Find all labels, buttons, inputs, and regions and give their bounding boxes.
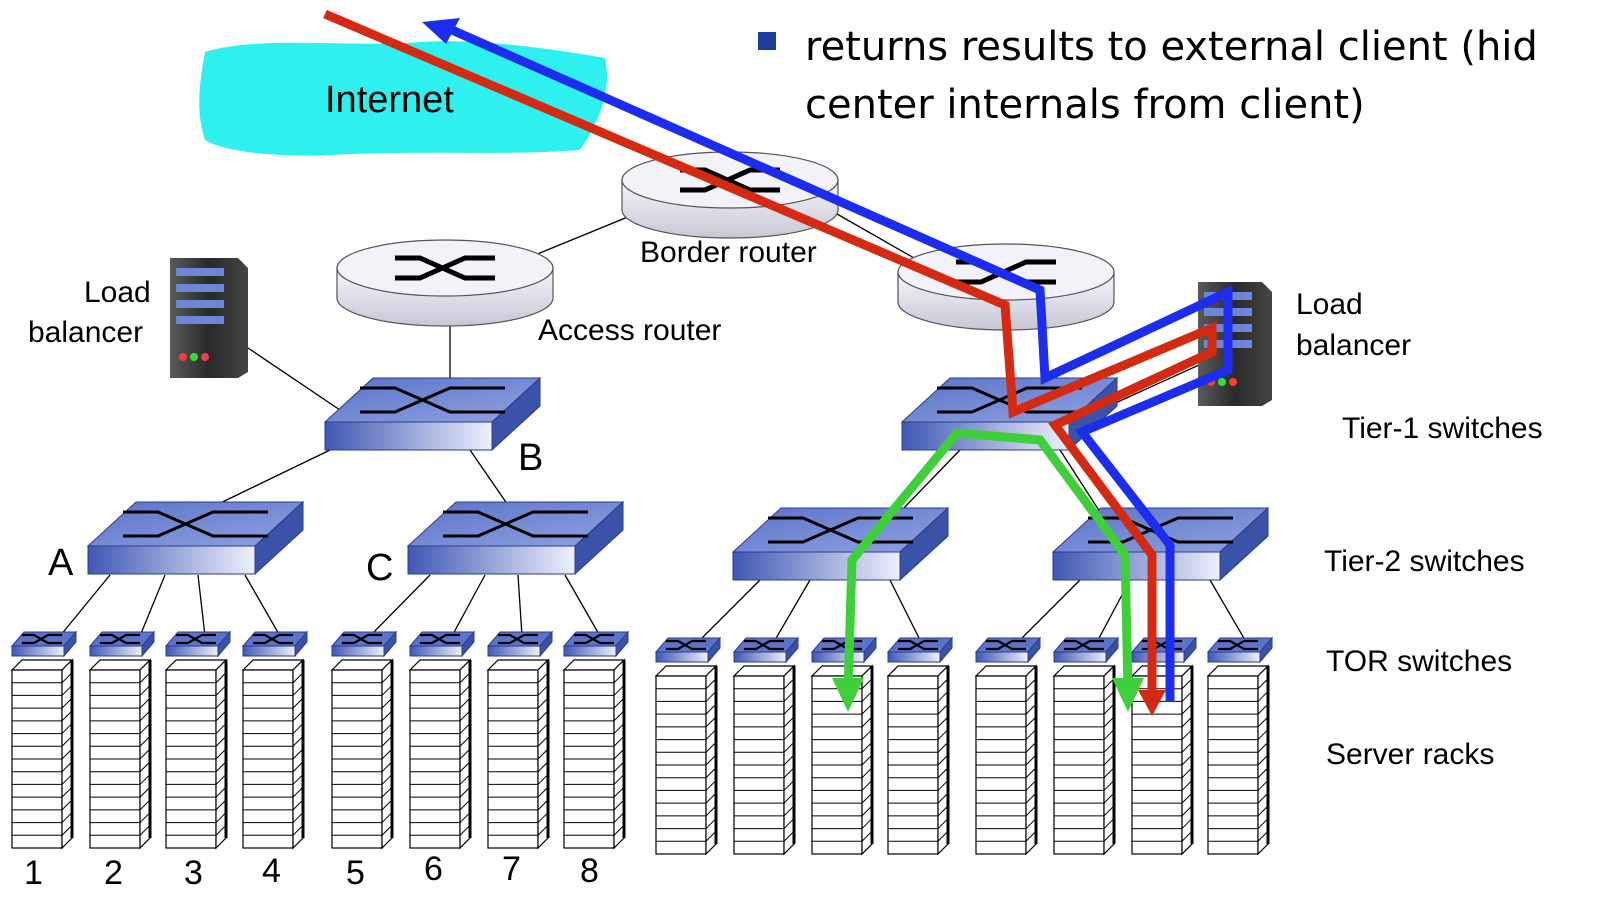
server-rack	[1206, 664, 1270, 856]
server-rack	[164, 658, 228, 850]
tor-switch	[330, 630, 398, 658]
server-rack	[562, 658, 626, 850]
server-racks-group	[10, 630, 1274, 856]
tor-switch	[164, 630, 232, 658]
server-rack	[1052, 664, 1116, 856]
server-rack	[974, 664, 1038, 856]
rack-unit	[654, 636, 722, 856]
rack-number: 8	[580, 852, 599, 890]
tor-switch	[810, 636, 878, 664]
network-links	[59, 209, 1246, 641]
server-rack	[654, 664, 718, 856]
server-rack	[10, 658, 74, 850]
internal-path-arrowhead-left	[832, 678, 864, 712]
internal-path-arrowhead-right	[1112, 678, 1144, 712]
internet-label: Internet	[325, 79, 454, 121]
rack-unit	[732, 636, 800, 856]
tier2-switch-3	[731, 506, 950, 582]
rack-number: 5	[346, 854, 365, 892]
response-path-line	[450, 25, 1233, 702]
switch-b-label: B	[518, 437, 543, 479]
rack-unit	[810, 636, 878, 856]
load-balancer-server-left	[170, 258, 248, 378]
rack-unit	[1052, 636, 1120, 856]
load-balancer-left-label-1: Load	[84, 276, 151, 309]
rack-unit	[10, 630, 78, 850]
rack-unit	[1206, 636, 1274, 856]
tor-switch	[88, 630, 156, 658]
border-router	[621, 151, 839, 239]
tor-label: TOR switches	[1326, 645, 1512, 678]
rack-unit	[330, 630, 398, 850]
tor-switch	[886, 636, 954, 664]
rack-unit	[241, 630, 309, 850]
server-rack	[486, 658, 550, 850]
tor-switch	[654, 636, 722, 664]
tor-switch	[974, 636, 1042, 664]
rack-unit	[974, 636, 1042, 856]
rack-unit	[408, 630, 476, 850]
switch-a-label: A	[48, 542, 74, 584]
load-balancer-right-label-2: balancer	[1296, 329, 1411, 362]
tor-switch	[732, 636, 800, 664]
server-rack	[408, 658, 472, 850]
tier1-switch-b	[323, 376, 542, 452]
access-router	[336, 239, 554, 327]
rack-number: 7	[502, 850, 521, 888]
load-balancer-right-label-1: Load	[1296, 288, 1363, 321]
bullet-line-2: center internals from client)	[805, 82, 1365, 128]
tor-switch	[562, 630, 630, 658]
rack-number: 4	[262, 852, 281, 890]
rack-number: 6	[424, 850, 443, 888]
access-router-label: Access router	[538, 314, 721, 347]
tor-switch	[408, 630, 476, 658]
tier2-switch-4	[1051, 506, 1270, 582]
switch-c-label: C	[366, 547, 393, 589]
response-path-arrowhead	[422, 18, 460, 44]
server-rack	[732, 664, 796, 856]
tor-switch	[10, 630, 78, 658]
rack-unit	[562, 630, 630, 850]
tier2-switch-c	[406, 500, 625, 576]
request-path-line	[323, 9, 1217, 698]
bullet-line-1: returns results to external client (hid	[805, 24, 1538, 70]
rack-number: 3	[184, 854, 203, 892]
server-rack	[886, 664, 950, 856]
tor-switch	[486, 630, 554, 658]
tor-switch	[241, 630, 309, 658]
rack-numbers: 1 2 3 4 5 6 7 8	[24, 850, 599, 892]
tor-switch	[1206, 636, 1274, 664]
rack-unit	[164, 630, 232, 850]
request-path-arrowhead	[1138, 690, 1166, 716]
bullet-marker	[758, 32, 776, 50]
server-rack	[88, 658, 152, 850]
rack-number: 1	[24, 854, 43, 892]
rack-unit	[886, 636, 954, 856]
server-rack	[330, 658, 394, 850]
server-rack	[810, 664, 874, 856]
rack-number: 2	[104, 854, 123, 892]
internal-path-line	[843, 428, 1133, 691]
traffic-paths	[323, 9, 1233, 716]
tier2-switch-a	[86, 500, 305, 576]
rack-unit	[486, 630, 554, 850]
border-router-label: Border router	[640, 236, 817, 269]
internet-cloud	[199, 41, 608, 156]
racks-label: Server racks	[1326, 738, 1494, 771]
tor-switch	[1052, 636, 1120, 664]
load-balancer-left-label-2: balancer	[28, 316, 143, 349]
rack-unit	[1130, 636, 1198, 856]
tor-switch	[1130, 636, 1198, 664]
tier2-label: Tier-2 switches	[1324, 545, 1525, 578]
tier1-label: Tier-1 switches	[1342, 412, 1543, 445]
rack-unit	[88, 630, 156, 850]
server-rack	[241, 658, 305, 850]
